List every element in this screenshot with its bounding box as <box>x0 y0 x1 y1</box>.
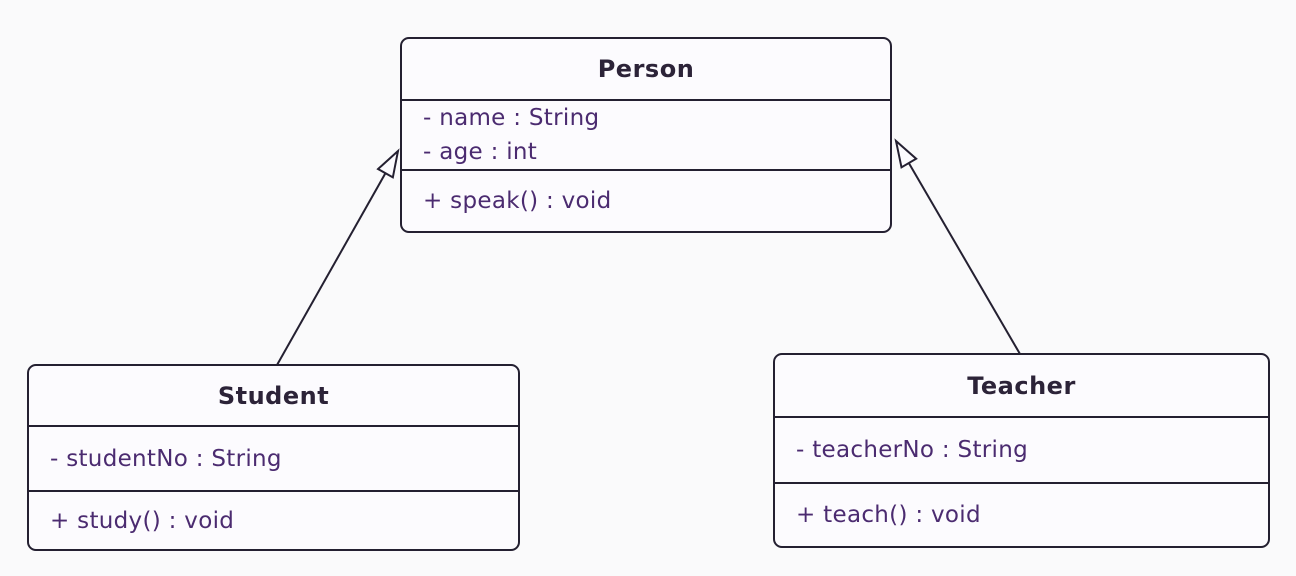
methods-compartment: + study() : void <box>29 490 518 549</box>
attribute: - teacherNo : String <box>796 437 1028 463</box>
method: + speak() : void <box>423 188 612 214</box>
attribute: - age : int <box>423 139 538 165</box>
method: + study() : void <box>50 507 235 534</box>
methods-compartment: + speak() : void <box>402 169 890 231</box>
attribute: - name : String <box>423 105 600 131</box>
methods-compartment: + teach() : void <box>775 482 1268 546</box>
class-node-student: Student - studentNo : String + study() :… <box>27 364 520 551</box>
method: + teach() : void <box>796 502 981 528</box>
generalization-arrow-teacher-to-person <box>894 138 1021 355</box>
attributes-compartment: - teacherNo : String <box>775 416 1268 482</box>
class-node-person: Person - name : String - age : int + spe… <box>400 37 892 233</box>
attribute: - studentNo : String <box>50 445 282 472</box>
attributes-compartment: - studentNo : String <box>29 425 518 490</box>
class-title: Person <box>597 55 695 83</box>
attributes-compartment: - name : String - age : int <box>402 99 890 169</box>
class-title: Student <box>217 381 330 410</box>
class-node-teacher: Teacher - teacherNo : String + teach() :… <box>773 353 1270 548</box>
class-title: Teacher <box>967 371 1076 400</box>
generalization-arrow-student-to-person <box>276 148 400 366</box>
